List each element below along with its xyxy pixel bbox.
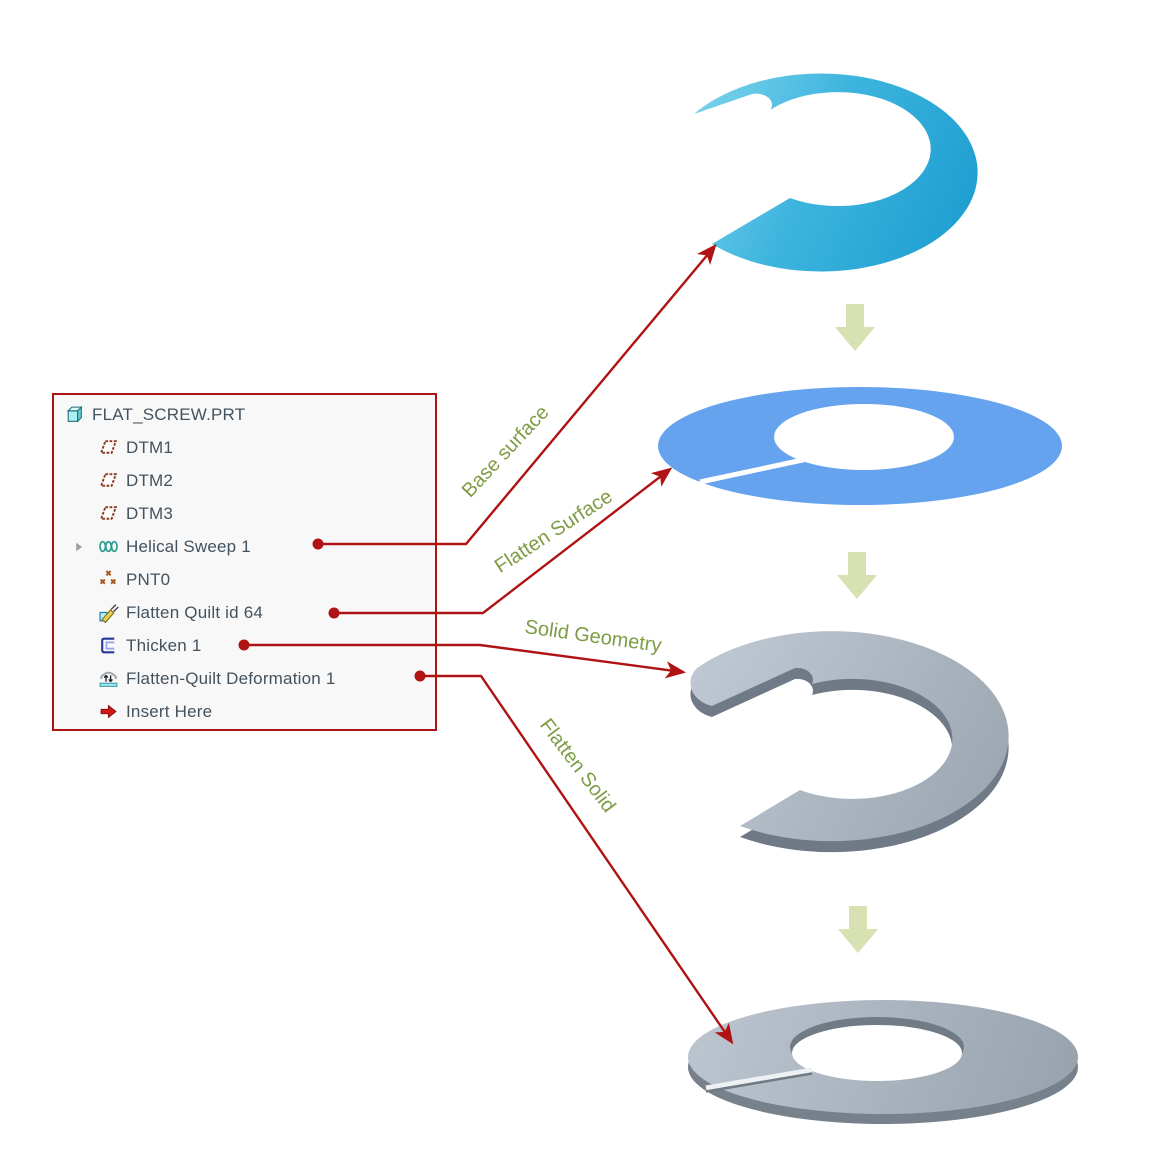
model-tree-panel: FLAT_SCREW.PRT DTM1 DTM2 bbox=[52, 393, 437, 731]
tree-item-label: DTM1 bbox=[126, 437, 174, 457]
annotation-flatten-surface: Flatten Surface bbox=[490, 485, 617, 578]
tree-item-label: PNT0 bbox=[126, 569, 171, 589]
datum-plane-icon bbox=[96, 437, 120, 459]
tree-item-label: Flatten-Quilt Deformation 1 bbox=[126, 668, 336, 688]
tree-item-thicken[interactable]: Thicken 1 bbox=[54, 629, 435, 662]
tree-item-dtm3[interactable]: DTM3 bbox=[54, 497, 435, 530]
annotation-flatten-solid: Flatten Solid bbox=[535, 714, 620, 817]
tree-item-dtm1[interactable]: DTM1 bbox=[54, 431, 435, 464]
down-arrow-icon bbox=[835, 304, 875, 351]
tree-item-label: Helical Sweep 1 bbox=[126, 536, 251, 556]
tree-item-insert-here[interactable]: Insert Here bbox=[54, 695, 435, 728]
flatten-quilt-deformation-icon bbox=[96, 668, 120, 690]
datum-plane-icon bbox=[96, 470, 120, 492]
datum-plane-icon bbox=[96, 503, 120, 525]
tree-item-root[interactable]: FLAT_SCREW.PRT bbox=[54, 398, 435, 431]
tree-item-helical-sweep[interactable]: Helical Sweep 1 bbox=[54, 530, 435, 563]
insert-here-icon bbox=[96, 701, 120, 723]
tree-item-flatten-quilt-deformation[interactable]: Flatten-Quilt Deformation 1 bbox=[54, 662, 435, 695]
tree-item-label: Thicken 1 bbox=[126, 635, 202, 655]
down-arrow-icon bbox=[838, 906, 878, 953]
flatten-quilt-icon bbox=[96, 602, 120, 624]
flattened-surface-model bbox=[658, 387, 1062, 505]
tree-item-pnt0[interactable]: PNT0 bbox=[54, 563, 435, 596]
tree-item-label: DTM3 bbox=[126, 503, 174, 523]
tree-item-label: Flatten Quilt id 64 bbox=[126, 602, 264, 622]
helical-sweep-icon bbox=[96, 536, 120, 558]
datum-point-icon bbox=[96, 569, 120, 591]
annotation-solid-geometry: Solid Geometry bbox=[523, 616, 663, 657]
flattened-solid-model bbox=[688, 1000, 1078, 1124]
solid-geometry-model bbox=[690, 631, 1009, 853]
tree-item-label: DTM2 bbox=[126, 470, 174, 490]
tree-item-label: FLAT_SCREW.PRT bbox=[92, 404, 246, 424]
connector-flatten-solid bbox=[420, 674, 734, 1045]
tree-item-dtm2[interactable]: DTM2 bbox=[54, 464, 435, 497]
tree-item-label: Insert Here bbox=[126, 701, 213, 721]
expander-icon[interactable] bbox=[72, 540, 86, 554]
down-arrow-icon bbox=[837, 552, 877, 599]
tree-item-flatten-quilt[interactable]: Flatten Quilt id 64 bbox=[54, 596, 435, 629]
part-icon bbox=[62, 404, 86, 426]
annotation-base-surface: Base surface bbox=[457, 401, 554, 502]
helical-surface-model bbox=[694, 73, 978, 272]
thicken-icon bbox=[96, 635, 120, 657]
